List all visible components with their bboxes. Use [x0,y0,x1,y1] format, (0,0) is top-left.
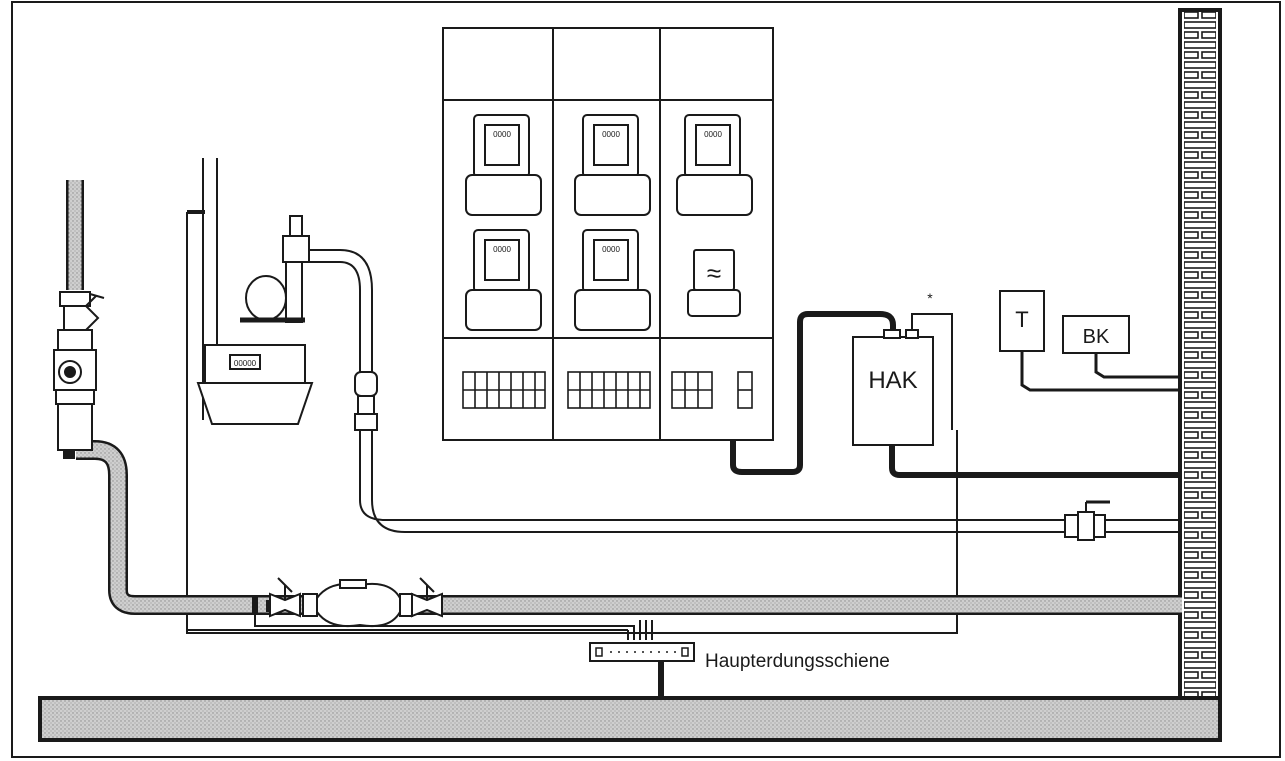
meter-display: 0000 [493,130,511,139]
asterisk-mark: * [927,290,933,306]
earthing-cable-to-wall [889,440,1182,478]
cable-tv-box: BK [1062,315,1130,354]
electricity-meter-2: 0000 [574,114,651,216]
approx-symbol: ≈ [707,258,721,288]
electricity-meter-1: 0000 [465,114,542,216]
hak-ground-wire [911,313,953,430]
main-earthing-bar [589,642,695,698]
bonding-conductors [187,614,653,640]
electricity-meter-3: 0000 [676,114,753,216]
water-supply-pipe [66,180,1182,615]
distribution-block-3 [671,371,753,409]
gas-meter-display: 00000 [234,359,257,368]
electricity-meter-4: 0000 [465,229,542,331]
diagram-border [11,1,1281,758]
bk-label: BK [1083,326,1110,348]
telephone-line [1020,351,1182,392]
floor-slab [38,696,1222,742]
hak-box: HAK [852,329,934,446]
hak-label: HAK [868,367,917,394]
meter-display: 0000 [602,245,620,254]
distribution-block-2 [567,371,651,409]
meter-display: 0000 [602,130,620,139]
t-label: T [1015,307,1028,332]
gas-shutoff-valve [1064,500,1110,541]
meter-display: 0000 [493,245,511,254]
electricity-meter-5: 0000 [574,229,651,331]
meter-display: 0000 [704,130,722,139]
main-shutoff-valve [53,291,105,459]
ripple-control-receiver: ≈ [687,249,741,317]
main-power-cable [730,311,896,475]
distribution-block-1 [462,371,546,409]
water-meter [252,577,443,628]
brick-wall [1178,8,1222,702]
telephone-box: T [999,290,1045,352]
gas-pipe-fitting [354,371,378,431]
haupterdungsschiene-label: Haupterdungsschiene [705,651,890,672]
gas-meter: 00000 [196,215,314,425]
cable-tv-line [1094,353,1182,379]
